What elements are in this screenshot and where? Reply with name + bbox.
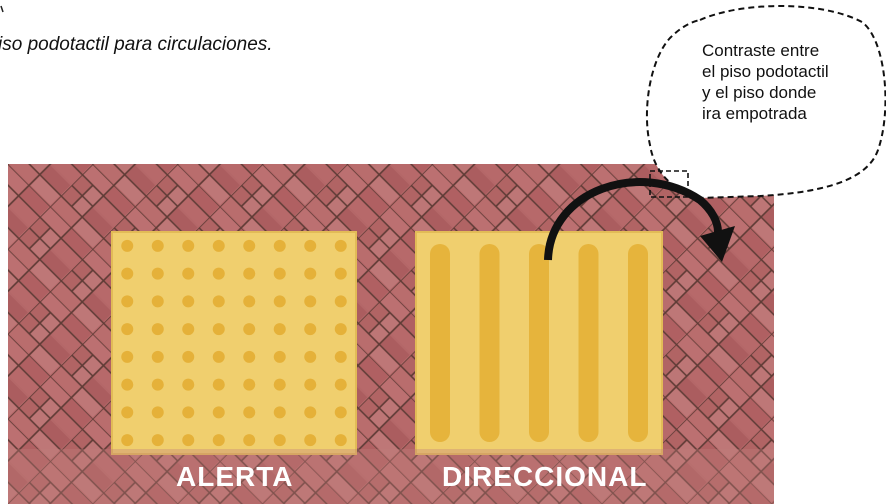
warning-dome [243,239,256,252]
warning-dome [273,434,286,447]
warning-dome [212,378,225,391]
warning-dome [243,406,256,419]
guidance-bar [479,244,500,442]
warning-dome [304,406,317,419]
warning-dome [243,434,256,447]
warning-dome [182,295,195,308]
warning-dome [151,295,164,308]
warning-dome [182,350,195,363]
warning-dome [273,239,286,252]
warning-dome [212,267,225,280]
warning-dome [121,406,134,419]
figure-caption: iso podotactil para circulaciones. [0,34,273,55]
warning-dome [334,239,347,252]
warning-dome [182,434,195,447]
guidance-bar [430,244,450,442]
warning-dome [212,406,225,419]
warning-dome [182,323,195,336]
callout-line-3: y el piso donde [702,83,817,102]
warning-dome [212,434,225,447]
warning-dome [182,378,195,391]
callout-line-2: el piso podotactil [702,62,829,81]
warning-dome [182,267,195,280]
warning-dome [334,323,347,336]
warning-dome [304,350,317,363]
warning-dome [212,323,225,336]
warning-dome [243,378,256,391]
warning-dome [304,434,317,447]
warning-dome [121,295,134,308]
warning-dome [273,406,286,419]
warning-dome [212,295,225,308]
guidance-bar [578,244,599,442]
warning-dome [273,323,286,336]
warning-dome [334,434,347,447]
warning-dome [121,434,134,447]
warning-dome [304,378,317,391]
warning-dome [182,239,195,252]
warning-dome [304,239,317,252]
warning-dome [273,267,286,280]
warning-dome [243,267,256,280]
warning-dome [212,239,225,252]
brick-pavement-image [8,164,774,504]
warning-dome [121,239,134,252]
warning-dome [151,406,164,419]
warning-dome [121,323,134,336]
alerta-tile [111,231,357,455]
warning-dome [151,350,164,363]
warning-dome [151,267,164,280]
direccional-tile [415,231,663,455]
warning-dome [212,350,225,363]
warning-dome [243,323,256,336]
guidance-bar [628,244,648,442]
warning-dome [121,267,134,280]
warning-dome [334,378,347,391]
warning-dome [151,239,164,252]
warning-dome [182,406,195,419]
alerta-label: ALERTA [176,461,294,492]
warning-dome [273,350,286,363]
warning-dome [304,295,317,308]
direccional-label: DIRECCIONAL [442,461,648,492]
warning-dome [304,267,317,280]
warning-dome [334,350,347,363]
warning-dome [334,267,347,280]
callout-text: Contraste entre el piso podotactil y el … [702,40,872,124]
warning-dome [243,350,256,363]
warning-dome [304,323,317,336]
callout-line-1: Contraste entre [702,41,820,60]
warning-dome [121,350,134,363]
warning-dome [334,406,347,419]
warning-dome [121,378,134,391]
callout-line-4: ira empotrada [702,104,807,123]
guidance-bar [529,244,549,442]
cropped-text-fragment [0,0,6,13]
warning-dome [273,378,286,391]
warning-dome [273,295,286,308]
warning-dome [334,295,347,308]
warning-dome [151,434,164,447]
warning-dome [151,323,164,336]
warning-dome [243,295,256,308]
warning-dome [151,378,164,391]
